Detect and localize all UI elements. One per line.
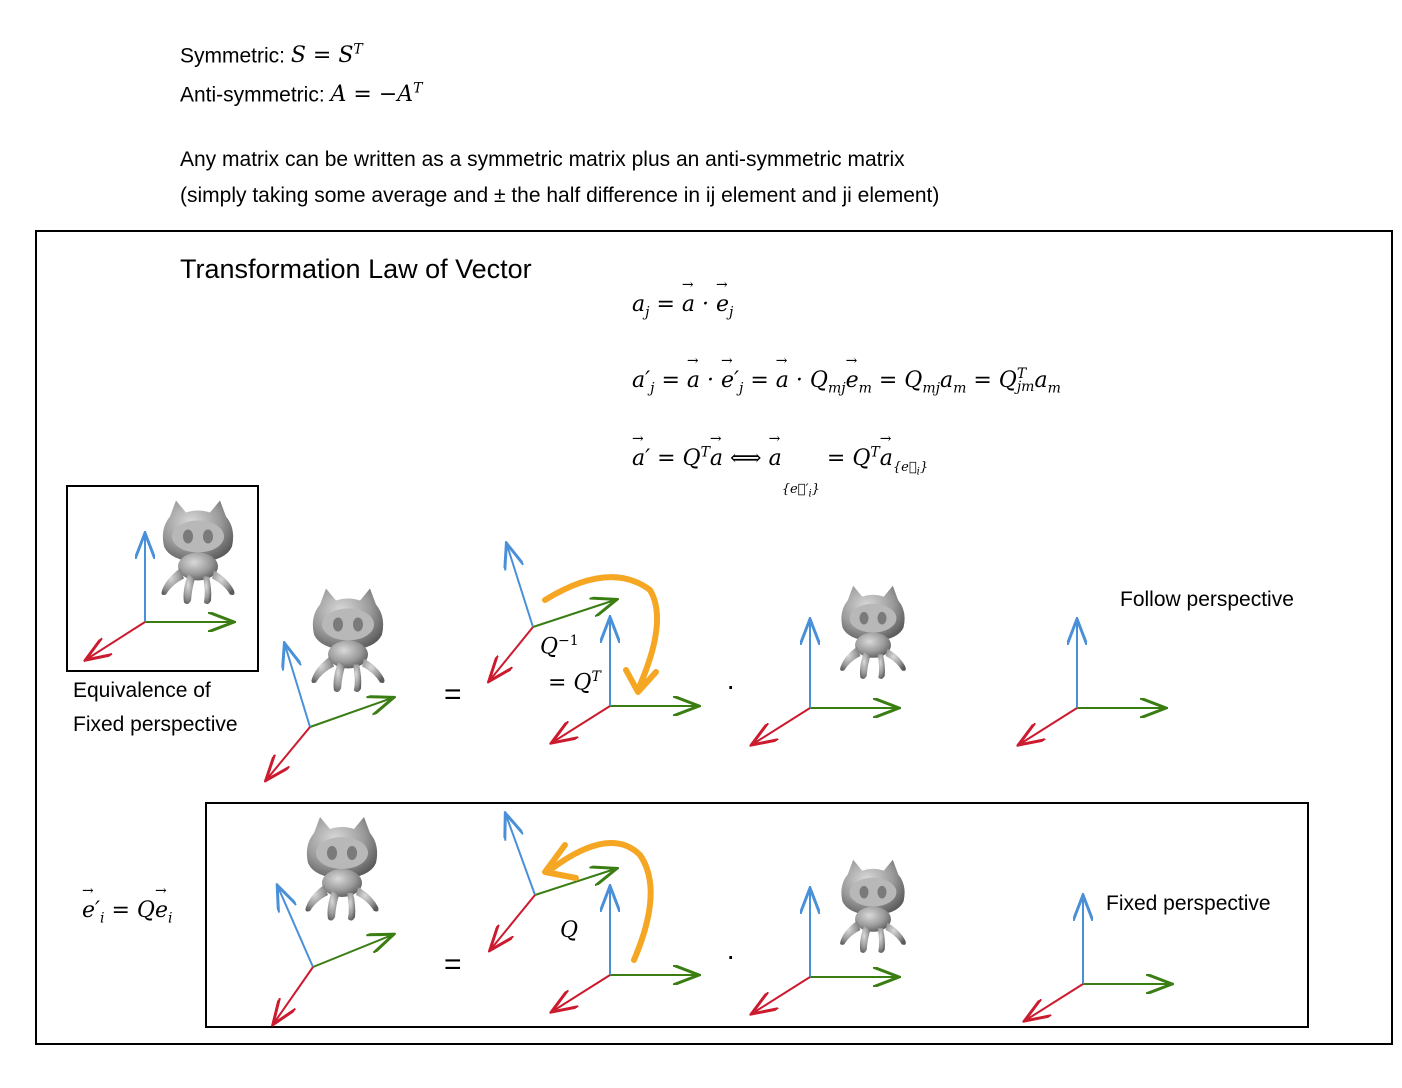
antisymmetric-formula-body: A = −A <box>330 82 414 108</box>
rotation-label-top-2: = QT <box>548 670 601 694</box>
symmetric-label: Symmetric: <box>180 44 285 68</box>
rotation-arrow-bottom <box>542 840 654 963</box>
fixed-perspective-box <box>205 802 1309 1028</box>
inset-caption-line-1: Equivalence of <box>73 679 211 702</box>
inset-axis-triad <box>87 535 232 659</box>
antisymmetric-sup: T <box>413 81 423 97</box>
top-right-triad <box>1020 621 1164 744</box>
symmetric-sup: T <box>353 42 363 58</box>
transformation-panel <box>35 230 1393 1045</box>
note-line-1: Any matrix can be written as a symmetric… <box>180 148 905 171</box>
bottom-middle-rotated-triad <box>491 815 615 949</box>
bottom-dot: · <box>726 940 736 971</box>
antisymmetric-definition: Anti-symmetric: A = −AT <box>180 82 423 106</box>
antisymmetric-formula: A = −AT <box>331 82 423 107</box>
fixed-perspective-caption: Fixed perspective <box>1106 892 1271 915</box>
rotation-qt-top: = Q <box>548 670 592 696</box>
octocat-figure-bottom-center <box>840 859 906 954</box>
rotation-q-top: Q <box>540 634 559 660</box>
inset-box <box>66 485 259 672</box>
follow-perspective-caption: Follow perspective <box>1120 588 1294 611</box>
symmetric-definition: Symmetric: S = ST <box>180 43 363 67</box>
equation-3: a⃗′ = Q^T a⃗ ⟺ a⃗_{e⃗′_i} = Q^T a⃗_{e⃗_i… <box>632 431 929 500</box>
octocat-figure-top-center <box>840 585 906 680</box>
octocat-figure-inset <box>161 500 235 605</box>
bottom-rotated-axis-triad <box>274 887 392 1023</box>
rotation-q-inverse-sup: −1 <box>558 633 579 649</box>
inset-caption-line-2: Fixed perspective <box>73 713 238 736</box>
bottom-middle-standard-triad <box>553 888 697 1011</box>
octocat-figure-bottom-left <box>305 817 379 921</box>
top-rotated-axis-triad <box>267 645 392 779</box>
top-middle-standard-triad <box>553 619 697 742</box>
bottom-equals-sign: = <box>444 948 462 981</box>
rotation-qt-sup: T <box>591 669 601 685</box>
top-dot: · <box>726 670 736 701</box>
equation-2: a′_j = a⃗ · e⃗′_j = a⃗ · Q_mj e⃗_m = Q_m… <box>632 352 1061 396</box>
equation-1: a_j = a⃗ · e⃗_j aj = a→ · e→j <box>632 277 734 321</box>
note-line-2: (simply taking some average and ± the ha… <box>180 184 940 207</box>
octocat-figure-top-left <box>311 588 385 693</box>
basis-equation: e⃗′_i = Qe⃗_i e→′i = Qe→i <box>82 883 173 927</box>
top-equals-sign: = <box>444 678 462 711</box>
top-center-triad <box>753 621 897 744</box>
top-middle-rotated-triad <box>490 545 615 680</box>
rotation-label-top-1: Q−1 <box>540 634 579 658</box>
symmetric-formula-body: S = S <box>290 43 354 69</box>
rotation-arrow-top <box>542 574 661 695</box>
panel-title: Transformation Law of Vector <box>180 254 532 284</box>
bottom-right-triad <box>1026 897 1170 1020</box>
bottom-center-triad <box>753 890 897 1013</box>
antisymmetric-label: Anti-symmetric: <box>180 83 325 107</box>
rotation-label-bottom: Q <box>560 918 579 943</box>
symmetric-formula: S = ST <box>291 43 363 68</box>
